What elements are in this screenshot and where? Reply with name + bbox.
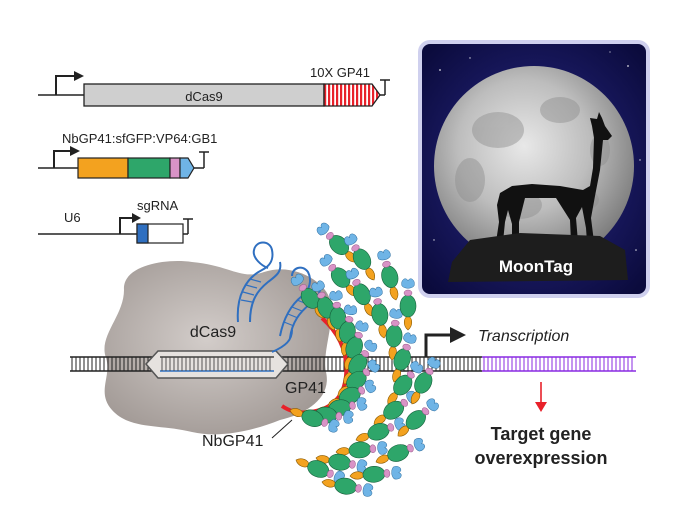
nanobody-fusion-unit: [335, 441, 388, 459]
u6-promoter-label: U6: [64, 210, 81, 225]
nanobody-fusion-unit: [375, 438, 425, 464]
outcome-line-1: Target gene: [491, 424, 592, 444]
promoter-arrow-icon: [53, 146, 80, 168]
gb1-segment: [179, 157, 195, 179]
dcas9-gene-label: dCas9: [185, 89, 223, 104]
nbgp41-segment: [77, 157, 129, 179]
nanobody-fusion-unit: [290, 273, 325, 319]
rock-pedestal: [448, 233, 628, 282]
vp64-segment: [169, 157, 181, 179]
nanobody-fusion-unit: [343, 339, 378, 385]
nanobody-fusion-unit: [410, 356, 441, 405]
sgrna-spacer-segment: [136, 223, 149, 244]
nanobody-fusion-unit: [387, 361, 424, 405]
sgrna-hairpin-icon: [236, 241, 322, 353]
nanobody-fusion-unit: [319, 254, 357, 297]
promoter-arrow-icon: [119, 213, 141, 234]
nanobody-fusion-label: NbGP41:sfGFP:VP64:GB1: [62, 131, 217, 146]
mechanism-scheme: dCas9 GP41 NbGP41 Transcription Target g…: [70, 222, 636, 497]
transcription-label: Transcription: [478, 328, 569, 345]
dcas9-protein: [104, 261, 332, 435]
moontag-logo: MoonTag: [418, 40, 650, 298]
nanobody-fusion-unit: [345, 267, 374, 317]
nanobody-fusion-unit: [344, 233, 375, 281]
nanobody-fusion-unit: [289, 408, 340, 433]
construct-dcas9: dCas9 10X GP41: [38, 65, 390, 107]
sgrna-dna-hybrid: [161, 357, 271, 371]
moontag-title: MoonTag: [499, 257, 573, 276]
down-arrow-icon: [535, 382, 547, 412]
dcas9-protein-label: dCas9: [190, 324, 236, 341]
nbgp41-label: NbGP41: [202, 433, 263, 450]
nanobody-fusion-unit: [344, 320, 369, 371]
llama-silhouette-icon: [496, 112, 612, 242]
gp41-tag-array: [323, 83, 381, 107]
terminator-icon: [380, 79, 390, 95]
nanobody-fusion-unit: [399, 278, 417, 331]
construct-sgrna: U6 sgRNA: [38, 198, 193, 244]
terminator-icon: [199, 151, 209, 168]
promoter-arrow-icon: [55, 71, 84, 95]
sfgfp-segment: [127, 157, 171, 179]
nanobody-fusion-cloud: [289, 222, 441, 497]
transcription-start-arrow-icon: [424, 327, 466, 357]
construct-nanobody-fusion: NbGP41:sfGFP:VP64:GB1: [38, 131, 217, 179]
gp41-label: GP41: [285, 380, 326, 397]
nbgp41-leader-line: [271, 419, 293, 439]
nanobody-fusion-unit: [397, 398, 439, 437]
outcome-line-2: overexpression: [474, 448, 607, 468]
nanobody-fusion-unit: [349, 466, 402, 483]
gp41-tag-label: 10X GP41: [310, 65, 370, 80]
nanobody-fusion-unit: [377, 249, 399, 301]
nanobody-fusion-unit: [385, 308, 403, 361]
nanobody-fusion-unit: [321, 477, 374, 497]
nanobody-fusion-unit: [355, 417, 406, 442]
dcas9-dna-binding-channel: [144, 350, 290, 379]
terminator-icon: [183, 218, 193, 234]
nanobody-fusion-unit: [392, 332, 417, 383]
sgrna-label: sgRNA: [137, 198, 179, 213]
